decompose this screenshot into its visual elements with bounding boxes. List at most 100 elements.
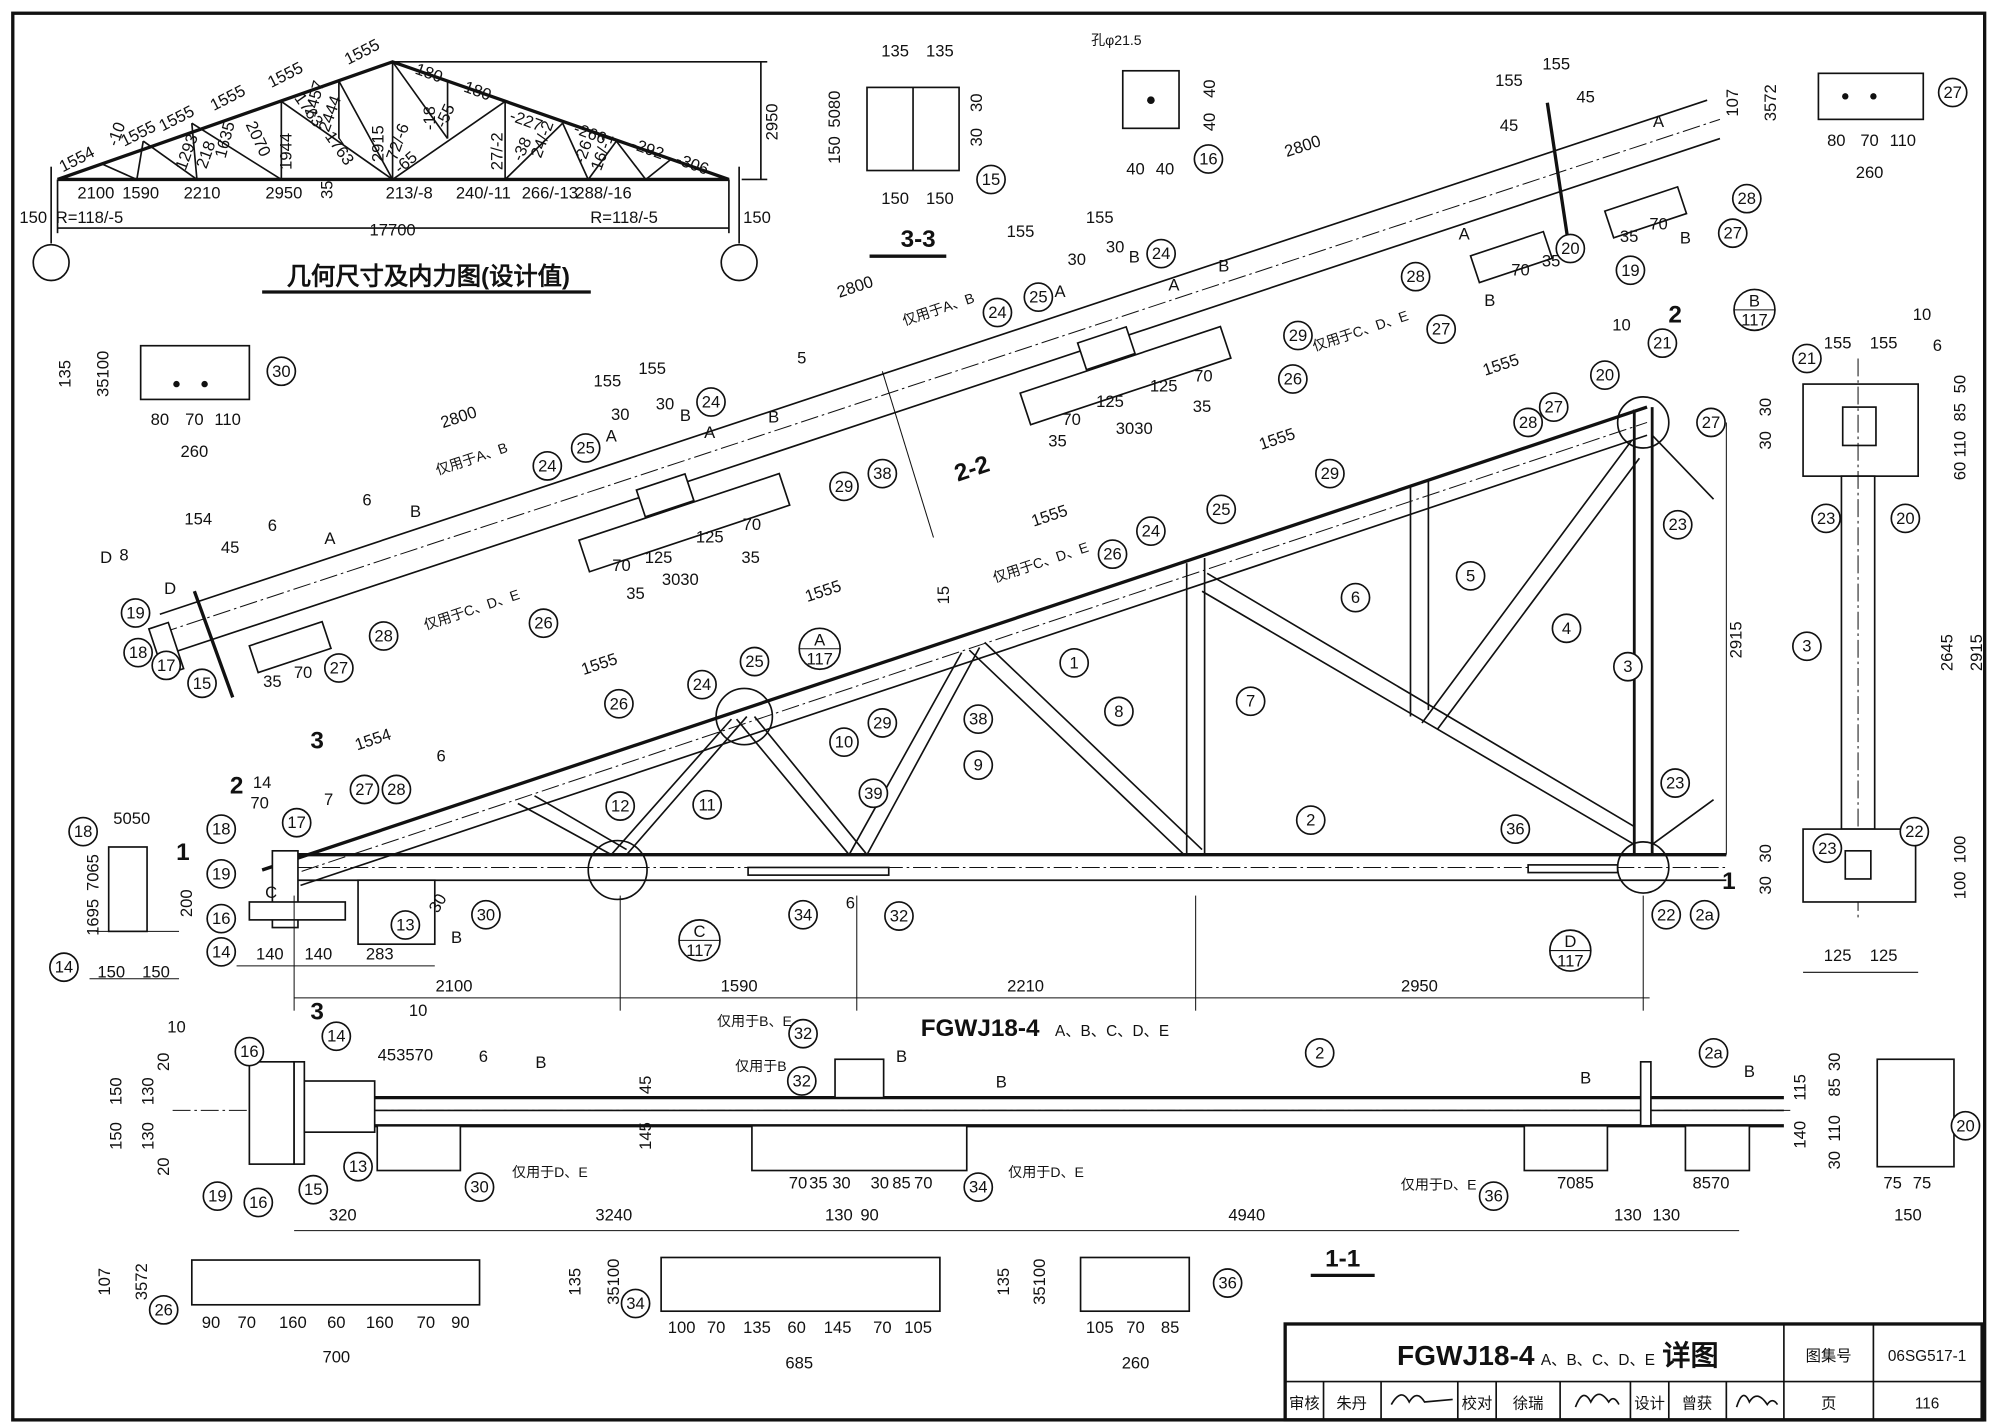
callout-bubble-icon (788, 899, 818, 930)
dimension-label: 135 (881, 42, 909, 61)
dimension-label: 70 (294, 663, 312, 682)
callout-bubble-icon (206, 858, 237, 889)
part-callout: 39 (864, 784, 882, 803)
callout-bubble-icon (323, 653, 354, 683)
callout-bubble-icon (368, 621, 399, 651)
geometry-label: 1590 (122, 184, 159, 203)
dimension-label: 90 (451, 1313, 469, 1332)
dimension-label: 14 (253, 773, 271, 792)
part-callout: 22 (1905, 822, 1923, 841)
atlas-number: 06SG517-1 (1888, 1348, 1966, 1365)
dimension-label: 130 (1652, 1205, 1680, 1224)
dimension-label: 150 (97, 962, 125, 981)
callout-bubble-icon (963, 704, 994, 735)
part-callout: 11 (699, 795, 716, 814)
dimension-label: 40 (1200, 113, 1219, 131)
part-callout: 20 (1561, 239, 1579, 258)
weld-symbol-label: C (265, 883, 277, 902)
checker-label: 校对 (1462, 1395, 1493, 1412)
weld-symbol-label: 10 (1913, 305, 1931, 324)
callout-bubble-icon (1551, 613, 1582, 644)
dimension-label: 70 (707, 1318, 725, 1337)
dimension-label: 70 (1511, 260, 1529, 279)
part-callout: 18 (212, 820, 230, 839)
part-callout: 19 (212, 864, 230, 883)
callout-bubble-icon (123, 637, 154, 668)
part-callout: 23 (1817, 509, 1835, 528)
geometry-diagram: 几何尺寸及内力图(设计值) (32, 60, 768, 294)
part-callout: 16 (249, 1193, 267, 1212)
dimension-label: 145 (824, 1318, 852, 1337)
geometry-label: 288/-16 (575, 184, 631, 203)
geometry-label: 2950 (762, 103, 781, 140)
part-callout: 17 (157, 656, 175, 675)
part-callout: 28 (1406, 267, 1424, 286)
weld-symbol-label: B (1680, 228, 1691, 247)
dimension-label: 70 (1860, 131, 1878, 150)
section-cut-mark: 1 (1722, 868, 1736, 895)
weld-symbol-label: B (1218, 257, 1229, 276)
part-callout: 24 (538, 456, 556, 475)
review-label: 审核 (1289, 1395, 1320, 1412)
dimension-label: 155 (1086, 208, 1114, 227)
dimension-label: 35 (1193, 397, 1211, 416)
weld-symbol-label: A (1055, 282, 1067, 301)
geometry-label: -18 (420, 106, 439, 130)
usage-note: 仅用于D、E (512, 1164, 588, 1180)
callout-bubble-icon (1812, 833, 1843, 864)
dimension-label: 3240 (595, 1205, 632, 1224)
dimension-label: 15 (934, 586, 953, 604)
callout-bubble-icon (692, 789, 723, 820)
geometry-label: R=118/-5 (590, 208, 658, 227)
section-cut-mark: 1 (176, 839, 190, 866)
dimension-label: 30 (967, 94, 986, 112)
dimension-label: 70 (612, 556, 630, 575)
callout-bubble-icon (471, 899, 501, 930)
part-callout: 29 (1289, 326, 1307, 345)
dimension-label: 150 (825, 136, 844, 164)
callout-bubble-icon (148, 1295, 179, 1325)
part-callout: 38 (969, 710, 987, 729)
column-detail (1802, 358, 1919, 973)
part-callout: 18 (129, 643, 147, 662)
part-callout: 16 (212, 909, 230, 928)
dimension-label: 75 (1883, 1173, 1901, 1192)
truss-title: FGWJ18-4 (921, 1015, 1040, 1042)
geometry-label: 2950 (265, 184, 302, 203)
dimension-label: 70 (789, 1173, 807, 1192)
dimension-label: 260 (1856, 163, 1884, 182)
page-label: 页 (1821, 1395, 1836, 1412)
part-callout: 2 (1315, 1043, 1324, 1062)
part-callout: 28 (387, 780, 405, 799)
dimension-label: 130 (138, 1122, 157, 1150)
callout-bubble-icon (1135, 516, 1166, 547)
geometry-label: 2915 (369, 125, 388, 162)
dimension-label: 90 (860, 1205, 878, 1224)
dimension-label: 75 (1913, 1173, 1931, 1192)
callout-bubble-icon (858, 778, 889, 809)
part-callout: 2a (1695, 905, 1714, 924)
weld-symbol-label: B (1484, 291, 1495, 310)
dimension-label: 150 (142, 962, 170, 981)
dimension-label: 200 (177, 889, 196, 917)
atlas-label: 图集号 (1806, 1348, 1852, 1365)
weld-symbol-label: A (704, 423, 716, 442)
callout-bubble-icon (1612, 651, 1643, 682)
dimension-label: 3030 (662, 570, 699, 589)
detail-reference-letter: A (814, 630, 826, 649)
callout-bubble-icon (963, 750, 994, 781)
callout-bubble-icon (202, 1181, 233, 1211)
dimension-label: 110 (214, 410, 240, 429)
dimension-label: 1590 (721, 976, 758, 995)
dimension-label: 110 (1890, 131, 1916, 150)
dimension-label: 130 (825, 1205, 853, 1224)
dimension-label: 70 (1194, 367, 1212, 386)
dimension-label: 135 (55, 360, 74, 388)
weld-symbol-label: 6 (846, 893, 855, 912)
dimension-label: 7065 (83, 854, 102, 891)
dimension-label: 30 (656, 395, 674, 414)
geometry-label: 266/-13 (522, 184, 578, 203)
callout-bubble-icon (963, 1172, 994, 1203)
callout-bubble-icon (1555, 233, 1586, 264)
callout-bubble-icon (234, 1036, 265, 1067)
